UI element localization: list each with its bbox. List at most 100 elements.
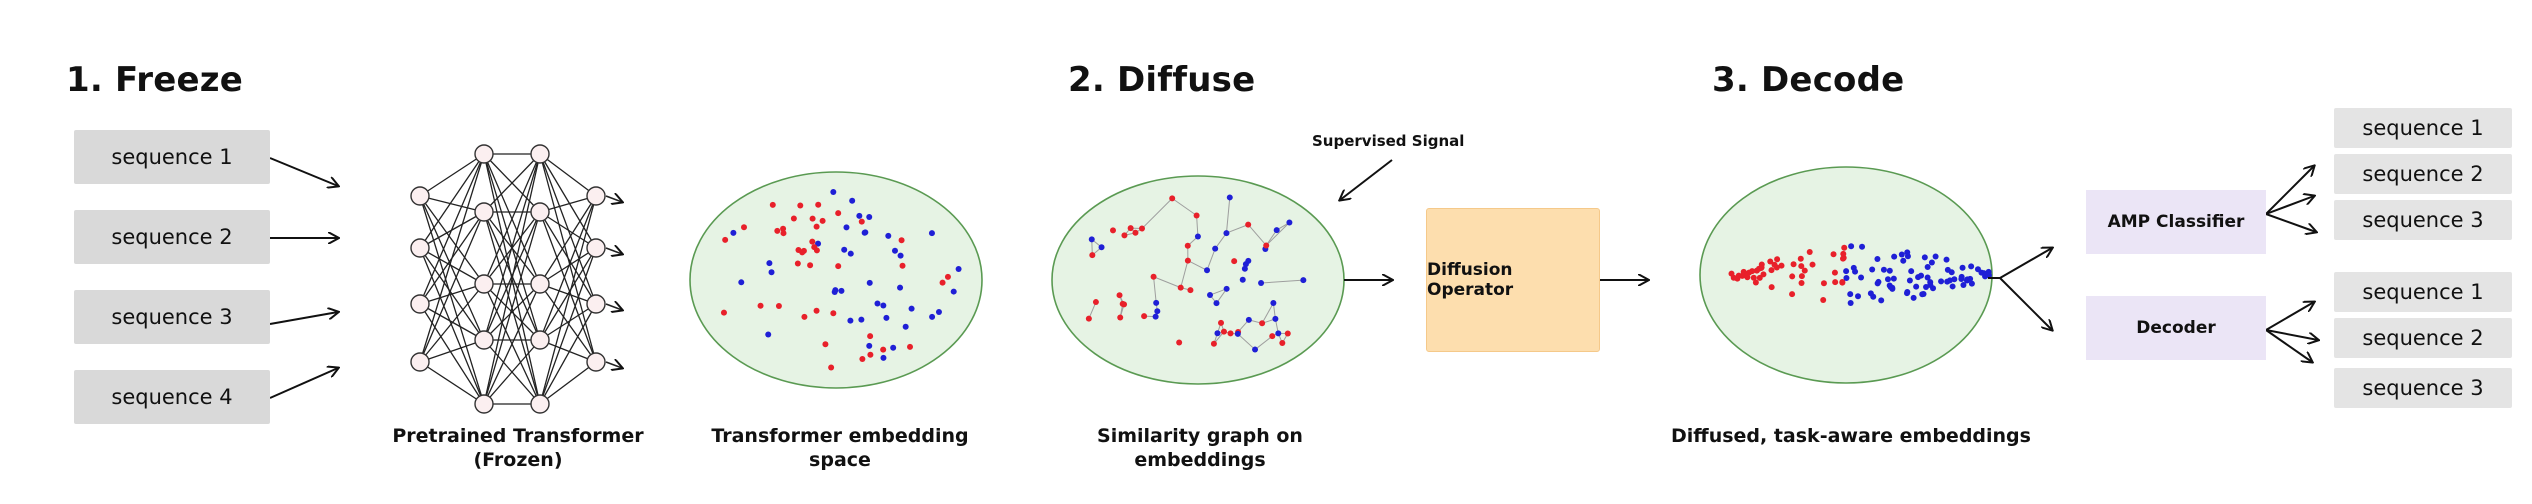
- embedding-point-blue: [866, 279, 873, 286]
- diffused-point-red: [1752, 279, 1759, 286]
- network-edge: [539, 153, 597, 305]
- diffused-point-blue: [1968, 263, 1975, 270]
- embedding-point-red: [807, 262, 814, 269]
- embedding-point-red: [757, 302, 764, 309]
- diffused-point-red: [1778, 262, 1785, 269]
- graph-node-blue: [1213, 300, 1220, 307]
- embedding-point-blue: [841, 246, 848, 253]
- network-edge: [539, 247, 597, 341]
- diffused-point-red: [1742, 272, 1749, 279]
- diffused-point-blue: [1924, 274, 1931, 281]
- network-edge: [419, 283, 485, 305]
- diffused-point-blue: [1948, 269, 1955, 276]
- network-node: [474, 274, 494, 294]
- network-edge: [419, 247, 485, 405]
- embedding-point-red: [835, 263, 842, 270]
- diffused-point-red: [1798, 273, 1805, 280]
- embedding-point-blue: [935, 309, 942, 316]
- embedding-point-red: [780, 225, 787, 232]
- graph-node-blue: [1098, 244, 1105, 251]
- network-edge: [419, 195, 485, 341]
- graph-node-blue: [1300, 277, 1307, 284]
- graph-node-red: [1269, 333, 1276, 340]
- diffused-point-blue: [1891, 253, 1898, 260]
- diffused-points: [1728, 243, 1992, 306]
- graph-node-red: [1176, 339, 1183, 346]
- diffused-point-red: [1832, 279, 1839, 286]
- diffused-point-blue: [1985, 272, 1992, 279]
- network-edge: [539, 211, 597, 249]
- embedding-point-blue: [902, 323, 909, 330]
- graph-node-blue: [1286, 219, 1293, 226]
- diffused-point-blue: [1858, 274, 1865, 281]
- decoder-arrow-3: [2265, 329, 2312, 362]
- network-node: [474, 202, 494, 222]
- input-arrows: [269, 157, 338, 399]
- graph-edge: [1261, 279, 1304, 284]
- diffused-point-blue: [1880, 266, 1887, 273]
- network-edge: [419, 361, 485, 405]
- classifier-output-sequence-3: sequence 3: [2334, 200, 2512, 240]
- embedding-point-blue: [765, 331, 772, 338]
- decoder-output-sequence-3: sequence 3: [2334, 368, 2512, 408]
- network-edge: [483, 153, 541, 405]
- graph-node-blue: [1223, 230, 1230, 237]
- transformer-caption: Pretrained Transformer (Frozen): [380, 424, 656, 472]
- diffused-point-red: [1768, 284, 1775, 291]
- network-edge: [483, 153, 541, 285]
- classifier-output-sequence-1: sequence 1: [2334, 108, 2512, 148]
- graph-node-blue: [1152, 313, 1159, 320]
- graph-edge: [1153, 276, 1181, 289]
- embedding-points: [720, 188, 962, 371]
- diffused-point-red: [1806, 249, 1813, 256]
- graph-edge: [1225, 197, 1231, 234]
- graph-edge: [1265, 222, 1290, 246]
- graph-node-red: [1085, 315, 1092, 322]
- embedding-point-red: [828, 364, 835, 371]
- embedding-point-red: [794, 260, 801, 267]
- graph-node-red: [1092, 299, 1099, 306]
- input-arrow-4: [269, 368, 338, 399]
- graph-node-red: [1193, 212, 1200, 219]
- diffused-point-blue: [1843, 274, 1850, 281]
- network-edge: [419, 195, 485, 285]
- graph-node-red: [1132, 229, 1139, 236]
- stage-title-decode: 3. Decode: [1712, 60, 1905, 100]
- graph-edge: [1265, 229, 1278, 246]
- graph-node-blue: [1153, 299, 1160, 306]
- network-edge: [483, 339, 541, 405]
- classifier-output-arrows: [2265, 166, 2316, 232]
- graph-edge: [1247, 224, 1267, 246]
- embedding-point-red: [720, 309, 727, 316]
- graph-edge: [1153, 276, 1157, 303]
- embedding-point-red: [835, 210, 842, 217]
- graph-node-red: [1184, 257, 1191, 264]
- diffused-point-blue: [1900, 257, 1907, 264]
- amp-classifier-box: AMP Classifier: [2086, 190, 2266, 254]
- input-sequence-1: sequence 1: [74, 130, 270, 184]
- embedding-point-red: [939, 279, 946, 286]
- diffused-point-blue: [1855, 293, 1862, 300]
- graph-node-red: [1177, 284, 1184, 291]
- embedding-point-blue: [908, 305, 915, 312]
- network-node: [530, 144, 550, 164]
- network-edge: [539, 153, 597, 197]
- network-edge: [539, 211, 597, 305]
- network-edge: [419, 153, 485, 197]
- diffused-point-blue: [1848, 243, 1855, 250]
- embedding-point-blue: [880, 302, 887, 309]
- graph-node-red: [1117, 314, 1124, 321]
- graph-edge: [1141, 198, 1173, 229]
- graph-node-blue: [1207, 292, 1214, 299]
- embedding-point-red: [795, 246, 802, 253]
- network-edge: [539, 361, 597, 405]
- diffused-point-red: [1735, 272, 1742, 279]
- embedding-point-red: [822, 341, 829, 348]
- embedding-point-blue: [891, 247, 898, 254]
- ellipse-to-decoder-arrow: [1999, 277, 2052, 330]
- graph-node-blue: [1212, 245, 1219, 252]
- embedding-point-blue: [890, 344, 897, 351]
- network-edge: [483, 211, 541, 341]
- network-node: [474, 330, 494, 350]
- embedding-point-red: [830, 310, 837, 317]
